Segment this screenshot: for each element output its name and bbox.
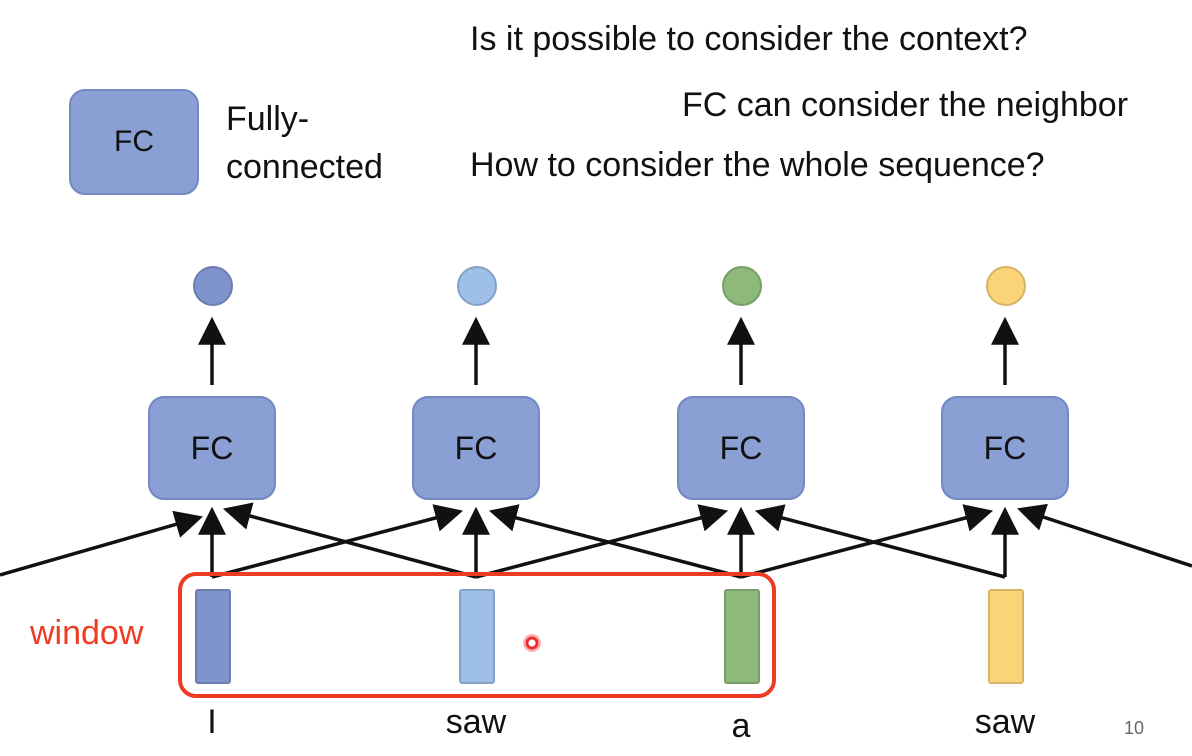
fc-box-1: FC <box>148 396 276 500</box>
laser-pointer-icon <box>523 634 541 652</box>
output-dot-4 <box>986 266 1026 306</box>
page-number: 10 <box>1124 718 1145 738</box>
fc-box-4: FC <box>941 396 1069 500</box>
input-vector-3 <box>724 589 760 684</box>
legend-desc-line2: connected <box>226 148 383 186</box>
word-3: a <box>731 707 751 745</box>
fc-box-2: FC <box>412 396 540 500</box>
arrow-diag-right-in-fc2 <box>488 504 742 579</box>
input-vector-1 <box>195 589 231 684</box>
arrow-diag-right-in-fc3 <box>754 504 1006 579</box>
word-2: saw <box>445 703 507 741</box>
output-dot-1 <box>193 266 233 306</box>
window-frame <box>178 572 776 698</box>
arrow-diag-left-in-fc3 <box>475 504 729 579</box>
arrow-diag-right-in-fc1 <box>222 502 477 579</box>
input-vector-4 <box>988 589 1024 684</box>
arrow-diag-left-in-fc4 <box>740 504 994 579</box>
question-context: Is it possible to consider the context? <box>470 20 1028 58</box>
word-1: I <box>207 703 217 741</box>
input-vector-2 <box>459 589 495 684</box>
output-dot-2 <box>457 266 497 306</box>
legend-desc-line1: Fully- <box>226 100 310 138</box>
question-whole-sequence: How to consider the whole sequence? <box>470 146 1045 184</box>
arrow-diag-right-in-fc4 <box>1017 503 1192 568</box>
word-4: saw <box>974 703 1036 741</box>
output-dot-3 <box>722 266 762 306</box>
statement-neighbor: FC can consider the neighbor <box>682 86 1129 124</box>
arrow-diag-left-in-fc1 <box>0 510 204 577</box>
window-label: window <box>30 614 144 652</box>
legend-fc-box: FC <box>69 89 199 195</box>
arrow-diag-left-in-fc2 <box>211 504 464 579</box>
fc-box-3: FC <box>677 396 805 500</box>
